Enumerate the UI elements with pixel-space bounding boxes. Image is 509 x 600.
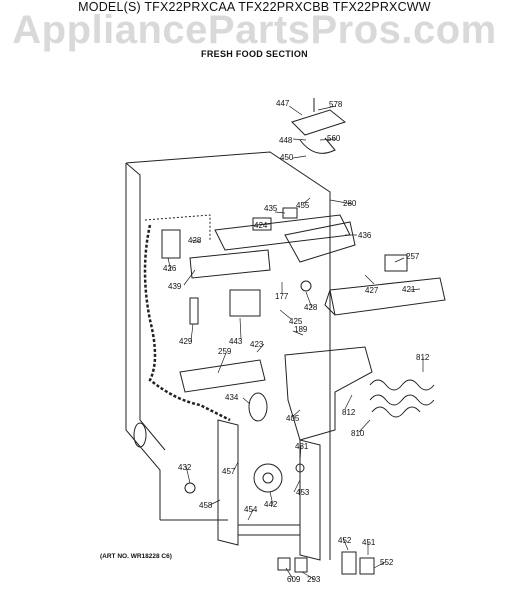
callout-450: 450 <box>280 153 294 162</box>
part-428b <box>300 280 312 292</box>
callout-435: 435 <box>264 204 278 213</box>
part-431 <box>295 463 305 473</box>
callout-552: 552 <box>380 558 394 567</box>
callout-810: 810 <box>351 429 365 438</box>
callout-439: 439 <box>168 282 182 291</box>
callout-189: 189 <box>294 325 308 334</box>
callout-425: 425 <box>289 317 303 326</box>
mullion-crossbar <box>238 524 300 536</box>
part-293 <box>294 557 308 573</box>
part-609 <box>277 557 291 571</box>
connector-424 <box>252 217 272 231</box>
callout-452: 452 <box>338 536 352 545</box>
heater-coil <box>369 379 435 418</box>
callout-293: 293 <box>307 575 321 584</box>
duct-405 <box>284 346 373 441</box>
callout-454: 454 <box>244 505 258 514</box>
callout-426: 426 <box>163 264 177 273</box>
bracket-452 <box>341 551 357 575</box>
callout-560: 560 <box>327 134 341 143</box>
damper-assembly <box>291 109 347 154</box>
switch-426 <box>161 229 181 259</box>
shelf-439 <box>189 249 271 279</box>
callout-423: 423 <box>250 340 264 349</box>
callout-421: 421 <box>402 285 416 294</box>
callout-453: 453 <box>296 488 310 497</box>
callout-451: 451 <box>362 538 376 547</box>
callout-455: 455 <box>296 201 310 210</box>
control-housing <box>284 221 356 263</box>
leader-lines <box>167 105 424 580</box>
callout-labels: 447 578 448 560 450 455 435 280 424 436 428 426 257 4… <box>163 99 430 584</box>
callout-812: 812 <box>342 408 356 417</box>
model-list: MODEL(S) TFX22PRXCAA TFX22PRXCBB TFX22PR… <box>78 0 431 14</box>
hinge-429 <box>189 297 199 325</box>
callout-405: 405 <box>286 414 300 423</box>
art-number: (ART NO. WR18228 C6) <box>100 553 172 560</box>
relay-257 <box>384 254 408 272</box>
callout-428: 428 <box>188 236 202 245</box>
vent-oval <box>133 422 147 448</box>
light-lens <box>248 392 268 422</box>
callout-442: 442 <box>264 500 278 509</box>
callout-443: 443 <box>229 337 243 346</box>
callout-578: 578 <box>329 100 343 109</box>
callout-609: 609 <box>287 575 301 584</box>
gasket-strip <box>143 224 231 422</box>
part-435 <box>282 207 298 219</box>
callout-257: 257 <box>406 252 420 261</box>
callout-448: 448 <box>279 136 293 145</box>
callout-447: 447 <box>276 99 290 108</box>
part-432 <box>184 482 196 494</box>
callout-458: 458 <box>199 501 213 510</box>
bracket-443 <box>229 289 261 317</box>
callout-177: 177 <box>275 292 289 301</box>
callout-280: 280 <box>343 199 357 208</box>
callout-428: 428 <box>304 303 318 312</box>
section-title: FRESH FOOD SECTION <box>201 49 308 59</box>
callout-424: 424 <box>254 221 268 230</box>
callout-434: 434 <box>225 393 239 402</box>
watermark-text: AppliancePartsPros.com <box>12 8 497 52</box>
bracket-451 <box>359 557 375 575</box>
callout-259: 259 <box>218 347 232 356</box>
fan-hub <box>262 472 274 484</box>
callout-427: 427 <box>365 286 379 295</box>
callout-431: 431 <box>295 442 309 451</box>
callout-432: 432 <box>178 463 192 472</box>
callout-429: 429 <box>179 337 193 346</box>
callout-812: 812 <box>416 353 430 362</box>
cover-259 <box>179 359 266 393</box>
callout-457: 457 <box>222 467 236 476</box>
cabinet-outline <box>125 151 331 560</box>
fan-motor <box>253 463 283 493</box>
air-channel-421 <box>324 277 446 316</box>
callout-436: 436 <box>358 231 372 240</box>
mullion-posts <box>217 419 321 561</box>
liner-edge <box>144 214 211 240</box>
